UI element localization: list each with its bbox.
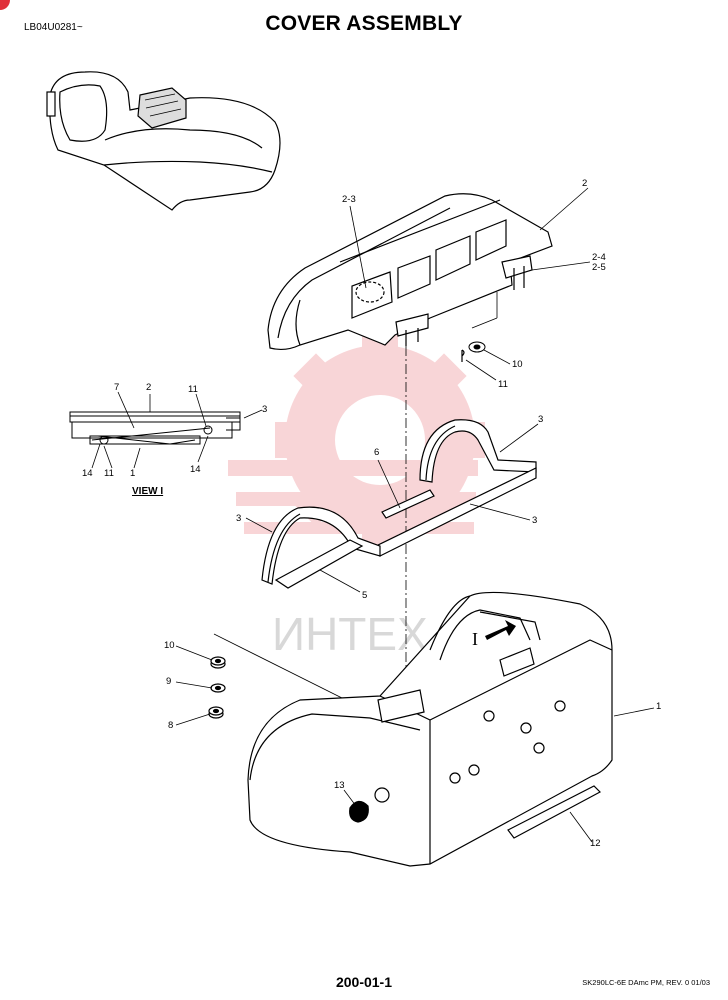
callout-12: 12 (590, 838, 601, 849)
page-number: 200-01-1 (335, 974, 393, 990)
corner-marker (0, 0, 10, 10)
machine-location-sketch (46, 71, 281, 211)
callout-2-3: 2-3 (342, 194, 356, 205)
callout-8: 8 (168, 720, 173, 731)
callout-2: 2 (582, 178, 587, 189)
main-cover-box-part-1 (247, 591, 613, 867)
view-callout-7: 7 (114, 382, 119, 393)
view-callout-1: 1 (130, 468, 135, 479)
strip-part-6 (381, 489, 435, 519)
callout-10-lower: 10 (164, 640, 175, 651)
view-callout-14-right: 14 (190, 464, 201, 475)
top-cover-part (267, 193, 553, 351)
callout-5: 5 (362, 590, 367, 601)
callout-10-upper: 10 (512, 359, 523, 370)
view-callout-2: 2 (146, 382, 151, 393)
nut-10-lower (210, 656, 226, 669)
view-callout-3: 3 (262, 404, 267, 415)
view-callout-11-bottom: 11 (104, 468, 114, 479)
callout-3-middle: 3 (532, 515, 537, 526)
view-i-marker: I (472, 629, 478, 649)
callout-1: 1 (656, 701, 661, 712)
callout-9: 9 (166, 676, 171, 687)
watermark-text: ИНТЕХ (272, 608, 428, 660)
view-i-label: VIEW I (132, 486, 163, 497)
strip-part-5 (274, 539, 364, 589)
view-callout-11-top: 11 (188, 384, 198, 395)
callout-2-5: 2-5 (592, 262, 606, 273)
document-code: LB04U0281~ (24, 22, 83, 33)
callout-3-left: 3 (236, 513, 241, 524)
callout-11-upper: 11 (498, 379, 508, 390)
washer-8 (208, 706, 224, 719)
view-callout-14-left: 14 (82, 468, 93, 479)
view-i-detail (69, 411, 241, 445)
watermark-gear-logo (228, 335, 485, 545)
strip-part-12 (507, 785, 601, 839)
callout-3-right: 3 (538, 414, 543, 425)
revision-note: SK290LC-6E DAmc PM, REV. 0 01/03 (582, 978, 710, 987)
washer-10-upper (468, 341, 486, 353)
callout-6: 6 (374, 447, 379, 458)
view-i-arrow (485, 620, 516, 640)
seal-frame-part-3 (261, 419, 537, 585)
page-title: COVER ASSEMBLY (265, 12, 463, 35)
pin-11-upper (461, 349, 465, 362)
callout-leader-lines (91, 187, 655, 843)
callout-2-4: 2-4 (592, 252, 606, 263)
washer-9 (210, 683, 226, 693)
callout-13: 13 (334, 780, 345, 791)
